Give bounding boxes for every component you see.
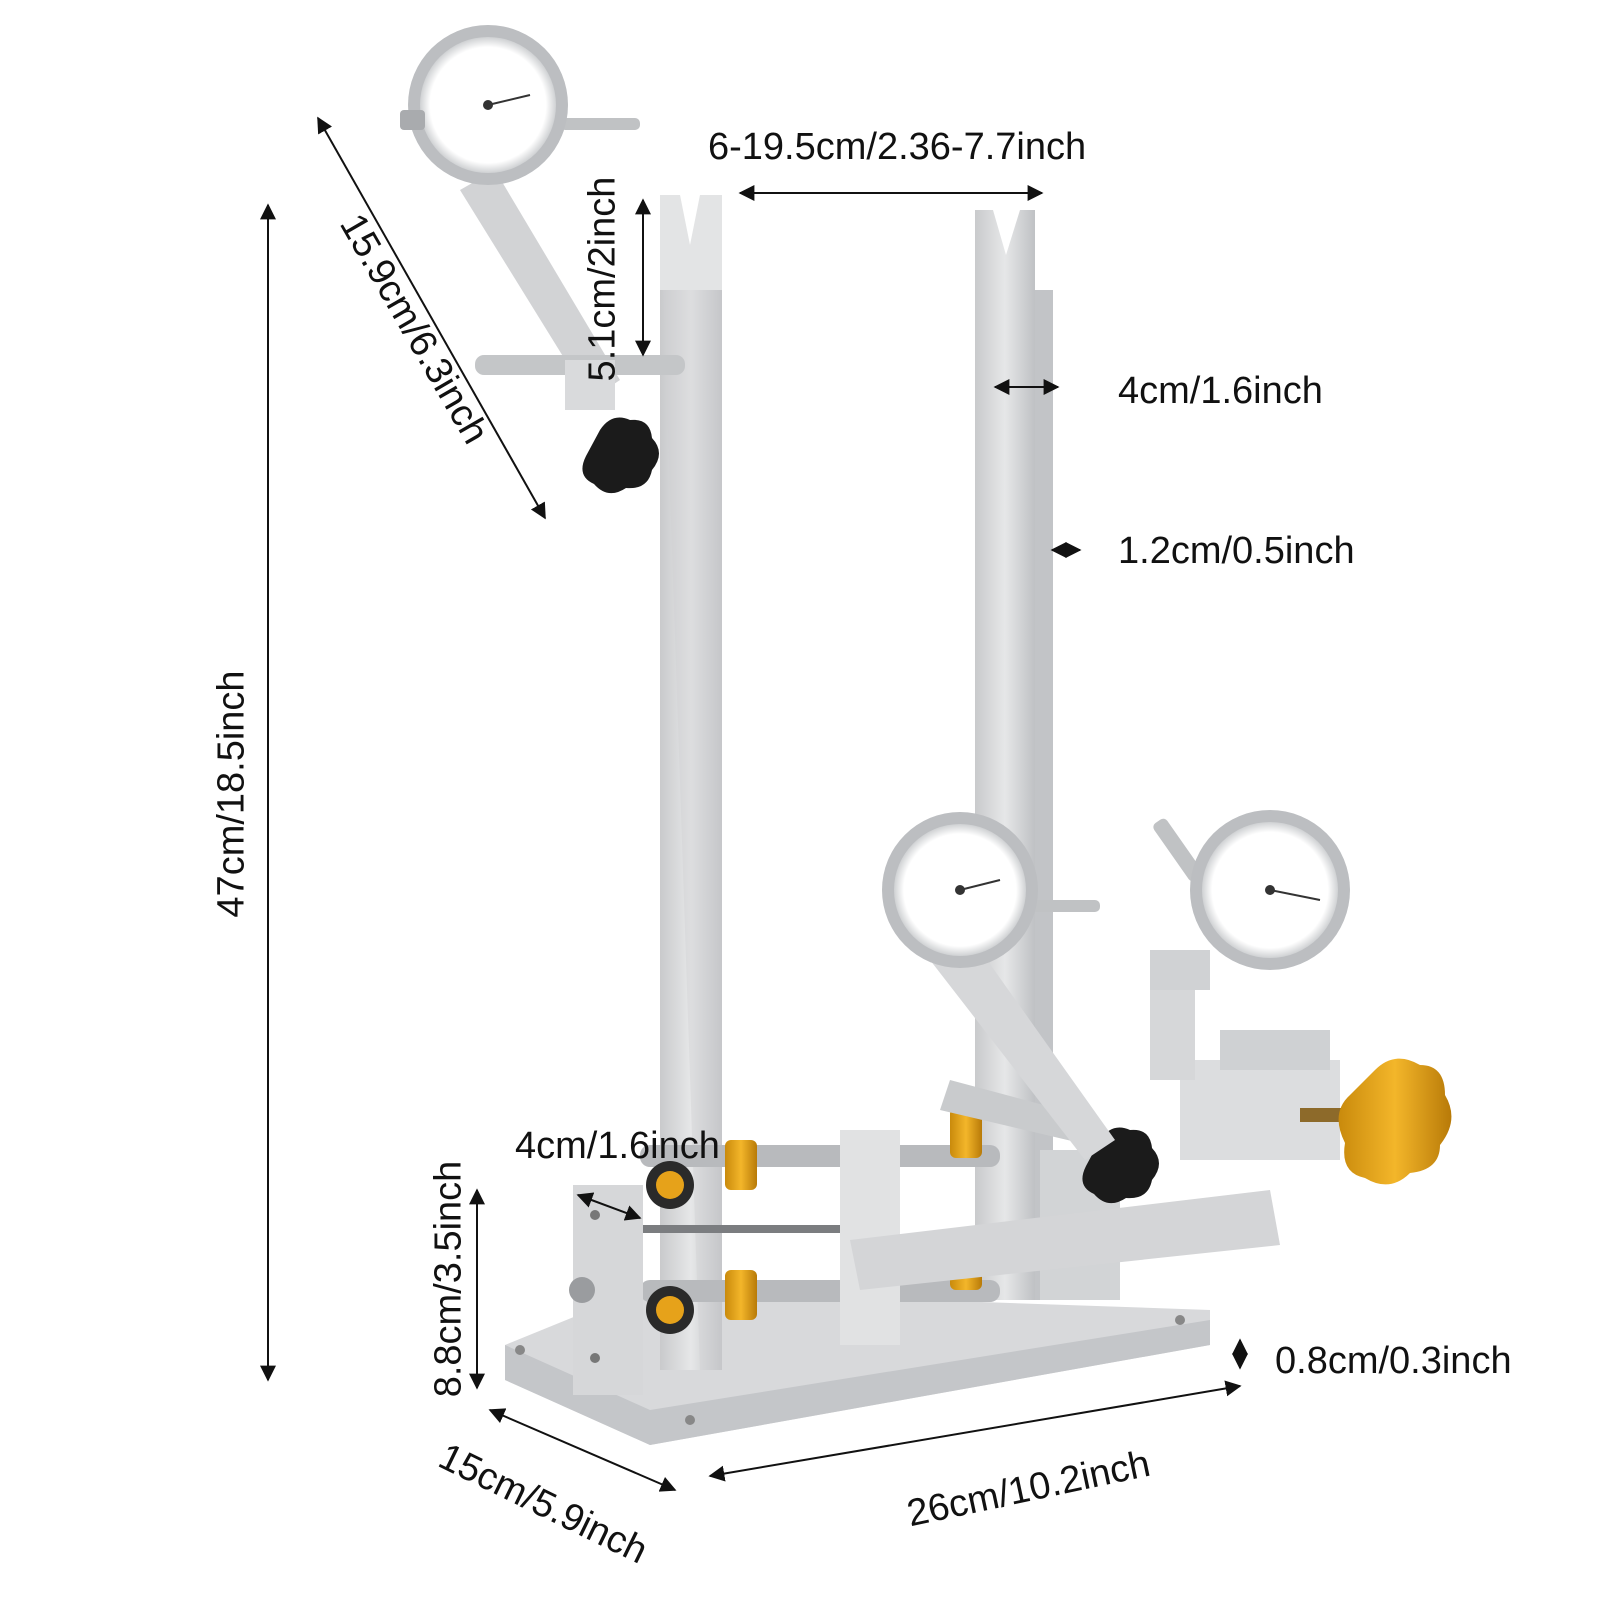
upright-width-label: 4cm/1.6inch xyxy=(1118,370,1323,412)
upright-gap-label: 6-19.5cm/2.36-7.7inch xyxy=(708,126,1087,168)
upright-thickness-label: 1.2cm/0.5inch xyxy=(1118,530,1355,572)
block-height-label: 8.8cm/3.5inch xyxy=(427,1160,470,1398)
base-length-line xyxy=(708,1380,1242,1482)
right-dial-gauge xyxy=(1150,810,1350,990)
middle-dial-gauge xyxy=(882,812,1115,1160)
lower-arm-assembly xyxy=(850,960,1452,1290)
slot-depth-label: 5.1cm/2inch xyxy=(581,176,624,382)
gold-knob-icon[interactable] xyxy=(1338,1058,1452,1185)
base-thickness-label: 0.8cm/0.3inch xyxy=(1275,1340,1512,1382)
block-width-line xyxy=(576,1192,642,1221)
block-width-label: 4cm/1.6inch xyxy=(515,1125,720,1167)
base-depth-line xyxy=(488,1408,677,1492)
right-upright xyxy=(975,210,1053,1300)
total-height-label: 47cm/18.5inch xyxy=(210,670,253,918)
dimension-lines xyxy=(260,116,1248,1492)
arm-length-line xyxy=(317,116,546,520)
star-knob-icon[interactable] xyxy=(582,417,659,494)
left-upright xyxy=(660,195,722,1370)
